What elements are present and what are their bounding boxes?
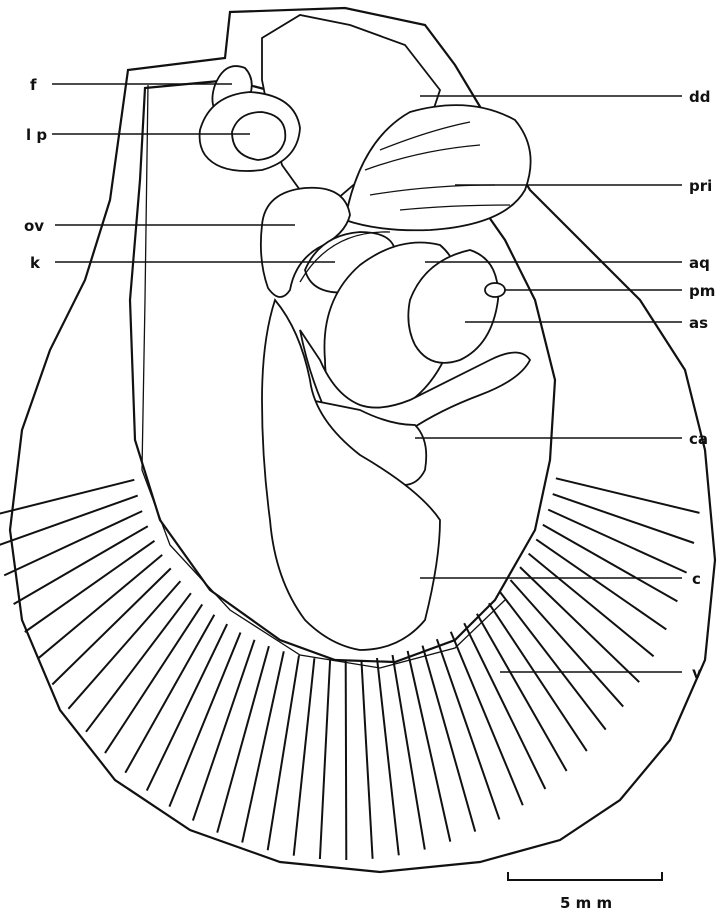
radial-canal-line (553, 494, 694, 543)
radial-canal-line (68, 581, 180, 709)
label-as: as (689, 314, 708, 332)
radial-canal-line (268, 655, 299, 850)
radial-canal-line (393, 655, 425, 850)
scale-bar: 5 m m (508, 872, 662, 912)
radial-canal-line (125, 615, 214, 773)
radial-canal-line (408, 651, 451, 842)
radial-canal-line (511, 580, 624, 707)
label-pm: pm (689, 282, 715, 300)
label-f: f (30, 76, 37, 94)
radial-canal-line (500, 592, 606, 730)
organ-pm (485, 283, 505, 297)
radial-canal-line (294, 658, 315, 856)
label-lp: l p (26, 126, 47, 144)
radial-canal-line (377, 658, 399, 855)
radial-canal-line (361, 660, 372, 859)
radial-canal-line (320, 660, 330, 859)
label-v: v (692, 664, 702, 682)
label-pri: pri (689, 177, 712, 195)
radial-canal-line (346, 661, 347, 861)
radial-canal-line (451, 632, 523, 806)
radial-canal-line (477, 614, 567, 771)
label-aq: aq (689, 254, 710, 272)
radial-canal-line (529, 554, 654, 657)
radial-canal-line (520, 567, 639, 682)
label-ov: ov (24, 217, 44, 235)
label-dd: dd (689, 88, 710, 106)
label-k: k (30, 254, 41, 272)
label-c: c (692, 570, 701, 588)
scale-bar-label: 5 m m (560, 894, 612, 912)
radial-canal-line (0, 496, 138, 546)
radial-canal-line (489, 603, 587, 751)
radial-canal-line (86, 593, 191, 732)
radial-canal-line (38, 555, 163, 659)
radial-canal-line (105, 604, 202, 753)
label-ca: ca (689, 430, 708, 448)
radial-canal-line (52, 568, 171, 684)
radial-canal-line (0, 480, 134, 516)
radial-canal-line (4, 511, 142, 575)
radial-canal-line (556, 478, 700, 513)
radial-canal-line (242, 651, 284, 842)
